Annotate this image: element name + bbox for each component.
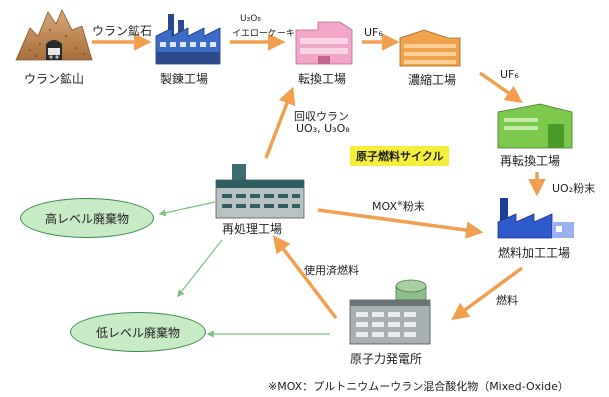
edge-label-yellowcake: イエローケーキ	[232, 29, 295, 39]
edge-label-uf6-a: UF₆	[364, 26, 383, 39]
edge-label-mox-powder: MOX※粉末	[372, 198, 425, 214]
refinery-icon	[155, 14, 221, 65]
enrichment-plant-icon	[399, 29, 461, 67]
edge-label-uf6-b: UF₆	[500, 68, 519, 81]
mox-powder-suffix: 粉末	[402, 200, 425, 213]
label-low-level-waste: 低レベル廃棄物	[95, 325, 180, 340]
fuel-fabrication-plant-icon	[497, 198, 574, 239]
edge-label-fuel: 燃料	[496, 294, 518, 307]
reconversion-plant-icon	[497, 103, 573, 149]
label-fuel-fabrication: 燃料加工工場	[498, 246, 571, 260]
label-uranium-mine: ウラン鉱山	[24, 72, 85, 86]
edge-label-recovered-formula: UO₃, U₃O₈	[296, 122, 350, 135]
process-arrows	[92, 33, 546, 321]
high-level-waste: 高レベル廃棄物	[20, 198, 154, 238]
label-high-level-waste: 高レベル廃棄物	[44, 211, 129, 226]
fuel-cycle-title-badge: 原子燃料サイクル	[350, 146, 450, 166]
mox-text: MOX	[372, 200, 397, 213]
arrow-reprocessing-to-high-waste	[158, 201, 216, 217]
label-conversion: 転換工場	[298, 72, 347, 86]
label-refinery: 製錬工場	[160, 72, 209, 86]
footnote: ※MOX：プルトニウムーウラン混合酸化物（Mixed-Oxide）	[268, 380, 569, 393]
edge-label-uo2-powder: UO₂粉末	[552, 182, 596, 195]
conversion-plant-icon	[295, 21, 353, 65]
arrow-reprocessing-to-low-waste	[177, 239, 223, 298]
arrow-fabrication-to-powerplant	[451, 266, 524, 321]
label-reprocessing: 再処理工場	[222, 222, 283, 236]
reprocessing-plant-icon	[215, 164, 305, 219]
label-reconversion: 再転換工場	[500, 154, 561, 168]
edge-label-u3o8: U₃O₈	[240, 14, 261, 24]
arrow-reprocessing-to-conversion	[264, 86, 296, 159]
mox-footnote-mark: ※	[396, 199, 403, 208]
arrow-reprocessing-to-fabrication	[317, 208, 484, 239]
nuclear-power-plant-icon	[349, 279, 431, 345]
label-nuclear-power-plant: 原子力発電所	[350, 352, 423, 366]
waste-arrows	[158, 201, 330, 338]
uranium-mine-icon	[15, 9, 93, 61]
label-enrichment: 濃縮工場	[408, 73, 457, 87]
edge-label-ore: ウラン鉱石	[92, 24, 153, 38]
low-level-waste: 低レベル廃棄物	[70, 312, 206, 352]
arrow-powerplant-to-reprocessing	[272, 235, 338, 320]
edge-label-spent-fuel: 使用済燃料	[304, 264, 359, 277]
edge-label-recovered-uranium: 回収ウラン	[294, 110, 349, 123]
arrow-enrichment-to-reconversion	[478, 71, 523, 104]
